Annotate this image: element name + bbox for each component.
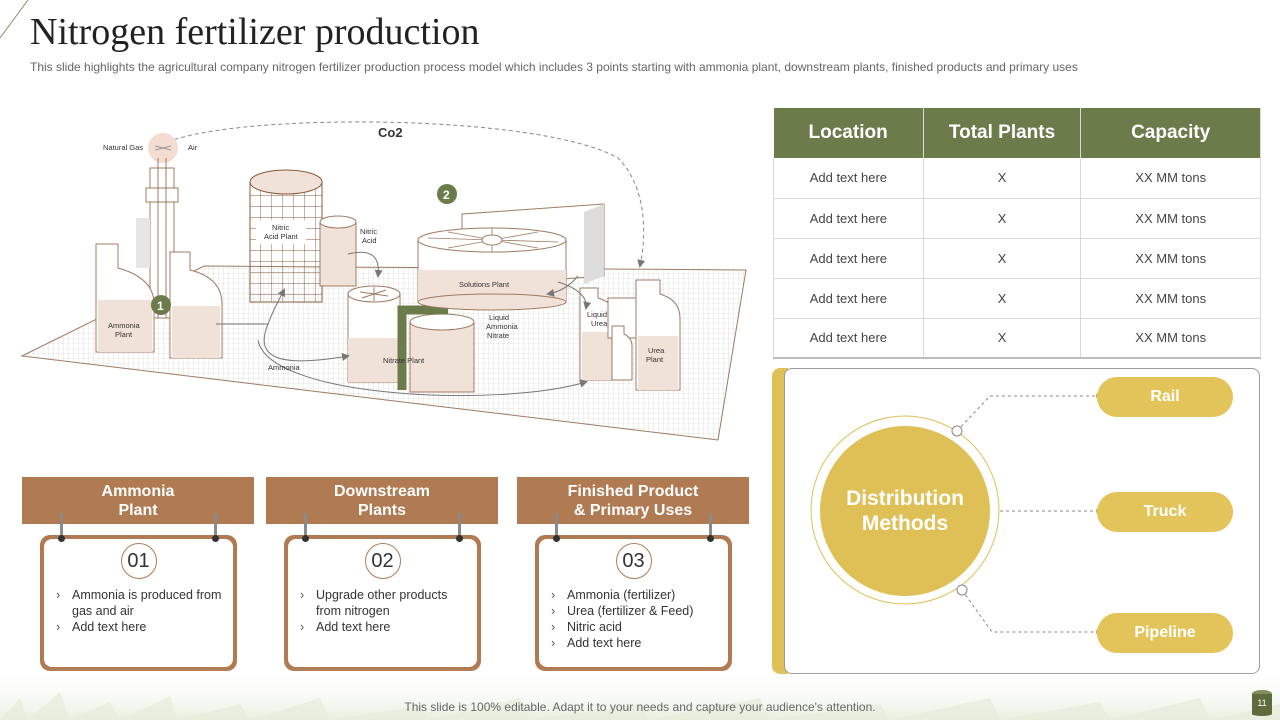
svg-text:Acid: Acid bbox=[362, 236, 377, 245]
ammonia-flow-arrow bbox=[216, 323, 350, 362]
svg-text:Urea: Urea bbox=[648, 346, 665, 355]
footer-note: This slide is 100% editable. Adapt it to… bbox=[404, 700, 876, 714]
hook-icon bbox=[302, 513, 309, 542]
table-cell: X bbox=[923, 198, 1082, 239]
co2-dashed-arrow bbox=[167, 121, 646, 268]
method-pipeline: Pipeline bbox=[1097, 613, 1233, 653]
step-list: Ammonia is produced from gas and air Add… bbox=[50, 587, 229, 635]
svg-text:Nitric: Nitric bbox=[360, 227, 377, 236]
table-row: Add text here X XX MM tons bbox=[773, 318, 1261, 359]
svg-text:Nitric: Nitric bbox=[272, 223, 289, 232]
svg-text:Liquid: Liquid bbox=[587, 310, 607, 319]
svg-text:Plant: Plant bbox=[115, 330, 133, 339]
column-header-location: Location bbox=[773, 108, 924, 158]
svg-text:Ammonia: Ammonia bbox=[108, 321, 141, 330]
table-header-row: Location Total Plants Capacity bbox=[773, 108, 1261, 158]
list-item: Upgrade other products from nitrogen bbox=[294, 587, 473, 619]
step-header: Finished Product& Primary Uses bbox=[517, 477, 749, 524]
table-cell: Add text here bbox=[773, 238, 924, 279]
list-item: Urea (fertilizer & Feed) bbox=[545, 603, 724, 619]
svg-text:2: 2 bbox=[443, 188, 450, 202]
svg-text:Liquid: Liquid bbox=[489, 313, 509, 322]
table-cell: Add text here bbox=[773, 158, 924, 199]
step-badge-1 bbox=[151, 295, 171, 315]
hook-icon bbox=[707, 513, 714, 542]
svg-text:Solutions Plant: Solutions Plant bbox=[459, 280, 510, 289]
solutions-plant: Solutions Plant bbox=[417, 203, 605, 311]
svg-text:Ammonia: Ammonia bbox=[486, 322, 519, 331]
table-cell: Add text here bbox=[773, 318, 924, 359]
svg-text:Natural Gas: Natural Gas bbox=[103, 143, 143, 152]
list-item: Ammonia (fertilizer) bbox=[545, 587, 724, 603]
svg-text:Acid Plant: Acid Plant bbox=[264, 232, 299, 241]
page-number-badge-icon bbox=[1252, 690, 1272, 716]
table-cell: X bbox=[923, 238, 1082, 279]
page-number: 11 bbox=[1257, 698, 1267, 708]
table-cell: XX MM tons bbox=[1080, 318, 1261, 359]
table-cell: X bbox=[923, 318, 1082, 359]
list-item: Add text here bbox=[294, 619, 473, 635]
grass-decoration bbox=[0, 668, 1280, 720]
table-cell: XX MM tons bbox=[1080, 198, 1261, 239]
nitrate-plant: Nitrate Plant bbox=[347, 285, 475, 393]
fertilizer-plant-illustration: Co2 Natural Gas Air Ammonia Plant 1 Nitr… bbox=[20, 121, 747, 441]
svg-text:Air: Air bbox=[188, 143, 198, 152]
svg-text:1: 1 bbox=[157, 299, 164, 313]
table-cell: XX MM tons bbox=[1080, 278, 1261, 319]
step-card: 03 Ammonia (fertilizer) Urea (fertilizer… bbox=[535, 535, 732, 671]
svg-text:Plant: Plant bbox=[646, 355, 664, 364]
co2-label: Co2 bbox=[378, 125, 403, 140]
connector-node bbox=[956, 584, 968, 596]
step-card: 01 Ammonia is produced from gas and air … bbox=[40, 535, 237, 671]
connector-node bbox=[951, 425, 963, 437]
table-row: Add text here X XX MM tons bbox=[773, 238, 1261, 279]
column-header-total-plants: Total Plants bbox=[923, 108, 1082, 158]
page-subtitle: This slide highlights the agricultural c… bbox=[30, 60, 1078, 74]
step-number: 01 bbox=[120, 543, 157, 579]
step-list: Upgrade other products from nitrogen Add… bbox=[294, 587, 473, 635]
method-truck: Truck bbox=[1097, 492, 1233, 532]
plants-table: Location Total Plants Capacity Add text … bbox=[773, 108, 1261, 359]
hook-icon bbox=[553, 513, 560, 542]
hook-icon bbox=[456, 513, 463, 542]
step-card: 02 Upgrade other products from nitrogen … bbox=[284, 535, 481, 671]
step-list: Ammonia (fertilizer) Urea (fertilizer & … bbox=[545, 587, 724, 651]
step-number: 03 bbox=[615, 543, 652, 579]
table-cell: Add text here bbox=[773, 198, 924, 239]
method-rail: Rail bbox=[1097, 377, 1233, 417]
table-cell: X bbox=[923, 278, 1082, 319]
hook-icon bbox=[212, 513, 219, 542]
table-cell: XX MM tons bbox=[1080, 158, 1261, 199]
corner-accent-line bbox=[0, 0, 29, 39]
table-row: Add text here X XX MM tons bbox=[773, 278, 1261, 319]
list-item: Add text here bbox=[545, 635, 724, 651]
table-cell: XX MM tons bbox=[1080, 238, 1261, 279]
step-number: 02 bbox=[364, 543, 401, 579]
urea-plant: Liquid Urea Urea Plant bbox=[579, 279, 681, 391]
ammonia-label: Ammonia bbox=[268, 363, 301, 372]
table-row: Add text here X XX MM tons bbox=[773, 158, 1261, 199]
hook-icon bbox=[58, 513, 65, 542]
svg-text:Nitrate: Nitrate bbox=[487, 331, 509, 340]
ammonia-plant-tank: Ammonia Plant bbox=[95, 243, 155, 353]
list-item: Ammonia is produced from gas and air bbox=[50, 587, 229, 619]
nitric-acid-plant: Nitric Acid Plant bbox=[249, 169, 323, 303]
table-cell: Add text here bbox=[773, 278, 924, 319]
list-item: Nitric acid bbox=[545, 619, 724, 635]
svg-text:Urea: Urea bbox=[591, 319, 608, 328]
step-finished-product: Finished Product& Primary Uses 03 Ammoni… bbox=[517, 477, 749, 672]
column-header-capacity: Capacity bbox=[1080, 108, 1261, 158]
table-row: Add text here X XX MM tons bbox=[773, 198, 1261, 239]
step-badge-2 bbox=[437, 184, 457, 204]
ammonia-storage-tank bbox=[169, 251, 223, 359]
table-cell: X bbox=[923, 158, 1082, 199]
svg-text:Nitrate Plant: Nitrate Plant bbox=[383, 356, 425, 365]
page-title: Nitrogen fertilizer production bbox=[30, 11, 480, 53]
list-item: Add text here bbox=[50, 619, 229, 635]
